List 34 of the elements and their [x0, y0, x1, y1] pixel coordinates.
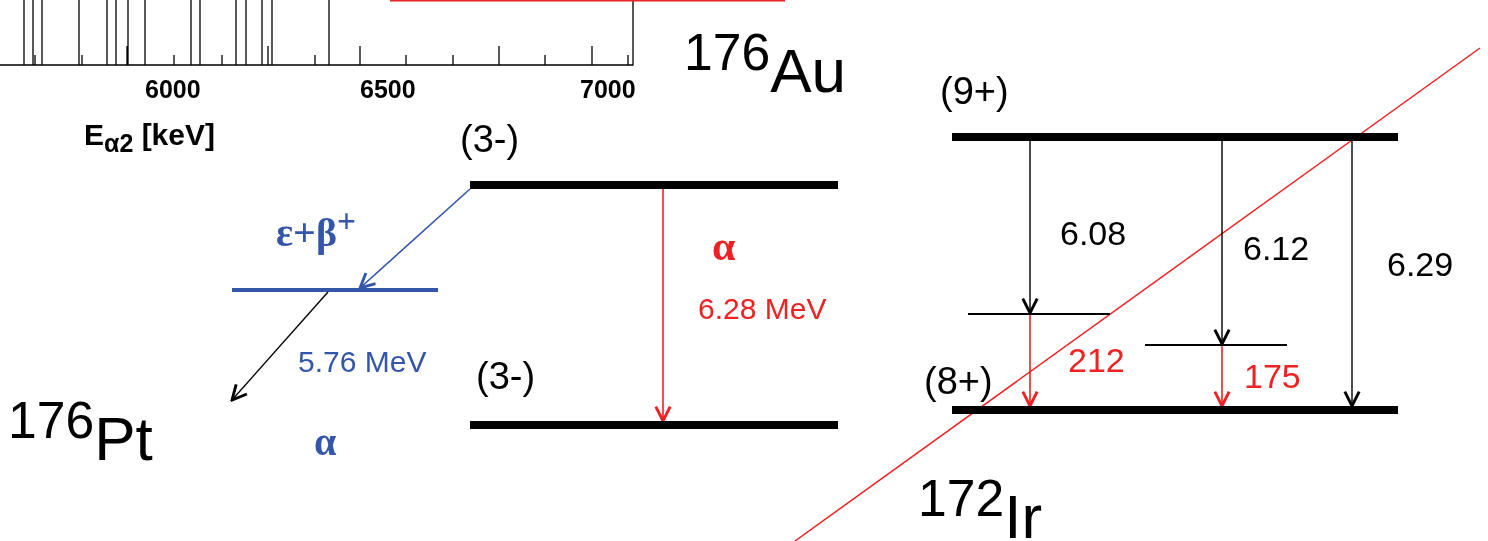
- transition-arrow: [654, 188, 672, 423]
- transition-arrow: [1021, 140, 1039, 315]
- nuclide-label: $^{172}$Ir: [918, 468, 1043, 541]
- axis-title: E$_{α2}$ [keV]: [84, 118, 215, 158]
- transition-arrow: [1213, 345, 1231, 408]
- edge-label: 6.28 MeV: [698, 292, 827, 326]
- decay-mode-label: α: [314, 418, 337, 465]
- spin-parity-label: (9+): [940, 72, 1009, 110]
- energy-level-bar: [952, 133, 1398, 141]
- edge-label: 212: [1068, 341, 1125, 380]
- nuclide-label: $^{176}$Pt: [8, 390, 153, 474]
- spin-parity-label: (3-): [476, 357, 536, 395]
- axis-tick-label: 6000: [145, 75, 201, 104]
- transition-arrow: [1021, 314, 1039, 408]
- transition-arrow: [1343, 140, 1361, 408]
- nuclide-label: $^{176}$Au: [684, 22, 847, 106]
- axis-tick-label: 7000: [580, 75, 636, 104]
- transition-arrow: [1213, 140, 1231, 346]
- decay-mode-label: α: [712, 222, 736, 270]
- edge-label: 6.08: [1060, 214, 1127, 253]
- edge-label: 6.29: [1387, 245, 1454, 284]
- spin-parity-label: (3-): [460, 120, 520, 158]
- spin-parity-label: (8+): [924, 362, 993, 400]
- energy-level-bar: [470, 181, 838, 189]
- transition-arrow: [230, 291, 329, 402]
- axis-tick-label: 6500: [360, 75, 416, 104]
- edge-label: 175: [1244, 357, 1301, 396]
- energy-level-bar: [952, 406, 1398, 414]
- energy-level-bar: [470, 421, 838, 429]
- edge-label: 6.12: [1243, 229, 1310, 268]
- energy-level-bar: [232, 288, 438, 292]
- energy-label: 5.76 MeV: [298, 345, 427, 379]
- edge-label: ε+β$^{+}$: [276, 202, 356, 257]
- transition-arrow: [358, 188, 471, 290]
